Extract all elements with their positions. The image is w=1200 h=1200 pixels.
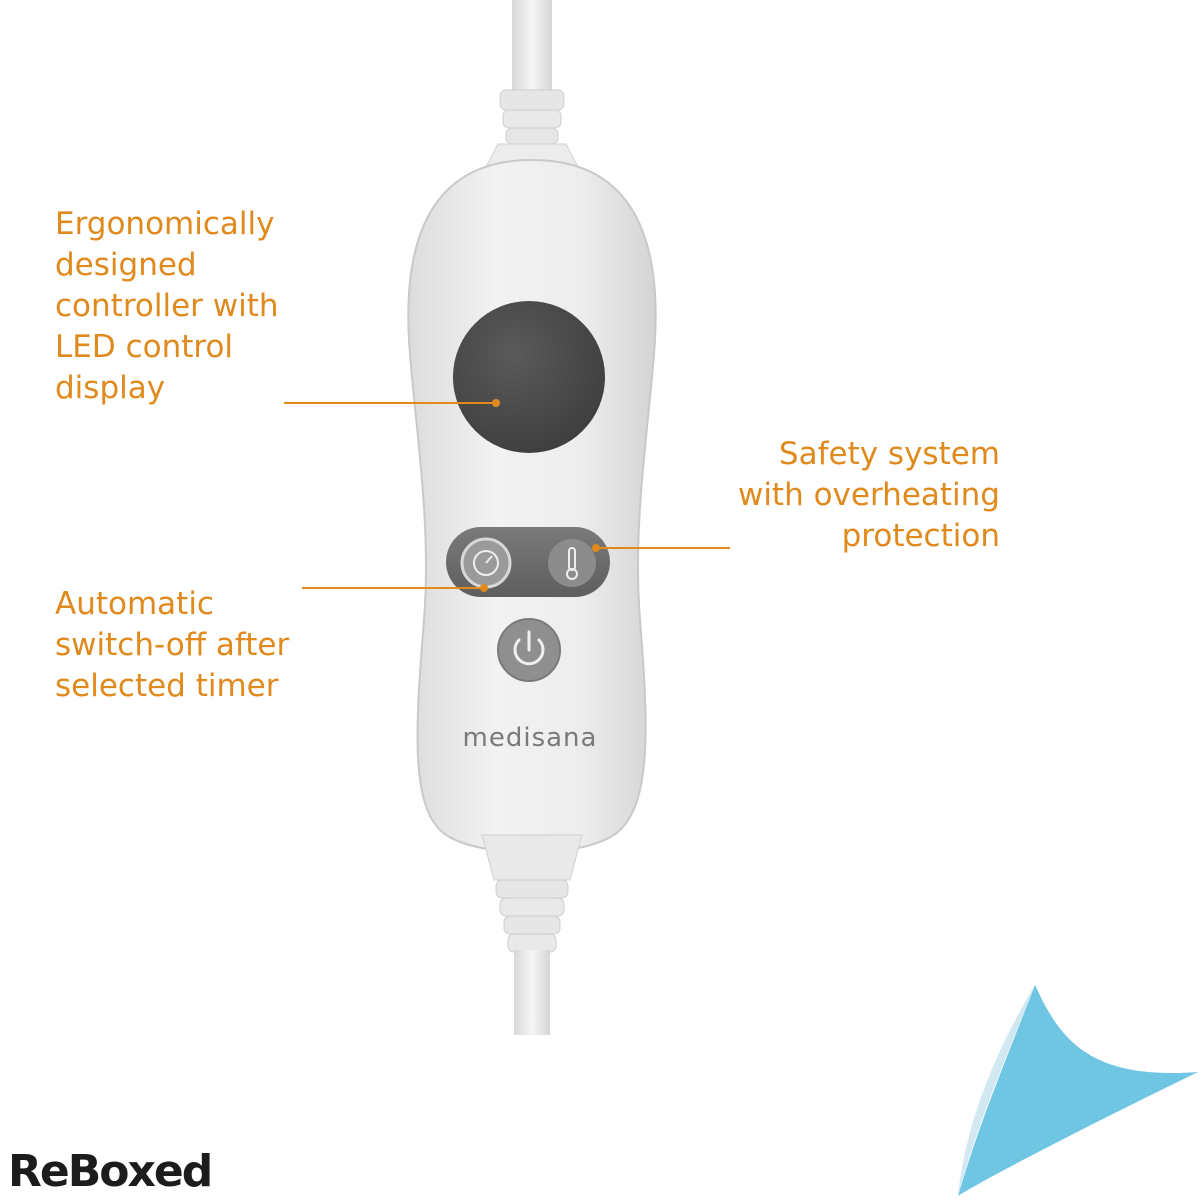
- callout-lines: [284, 399, 730, 592]
- power-icon: [513, 630, 545, 666]
- callout-timer: Automatic switch-off after selected time…: [55, 586, 290, 704]
- timer-dial-icon: [473, 550, 499, 576]
- bottom-cable: [481, 834, 583, 1035]
- page-curl-graphic: [955, 985, 1200, 1200]
- callout-safety: Safety system with overheating protectio…: [737, 436, 1000, 554]
- led-display: [453, 301, 605, 453]
- reboxed-logo: ReBoxed: [8, 1146, 213, 1197]
- device-brand: medisana: [463, 723, 598, 753]
- thermometer-icon: [566, 547, 578, 580]
- callout-display: Ergonomically designed controller with L…: [55, 206, 279, 406]
- thermometer-button[interactable]: [548, 539, 596, 587]
